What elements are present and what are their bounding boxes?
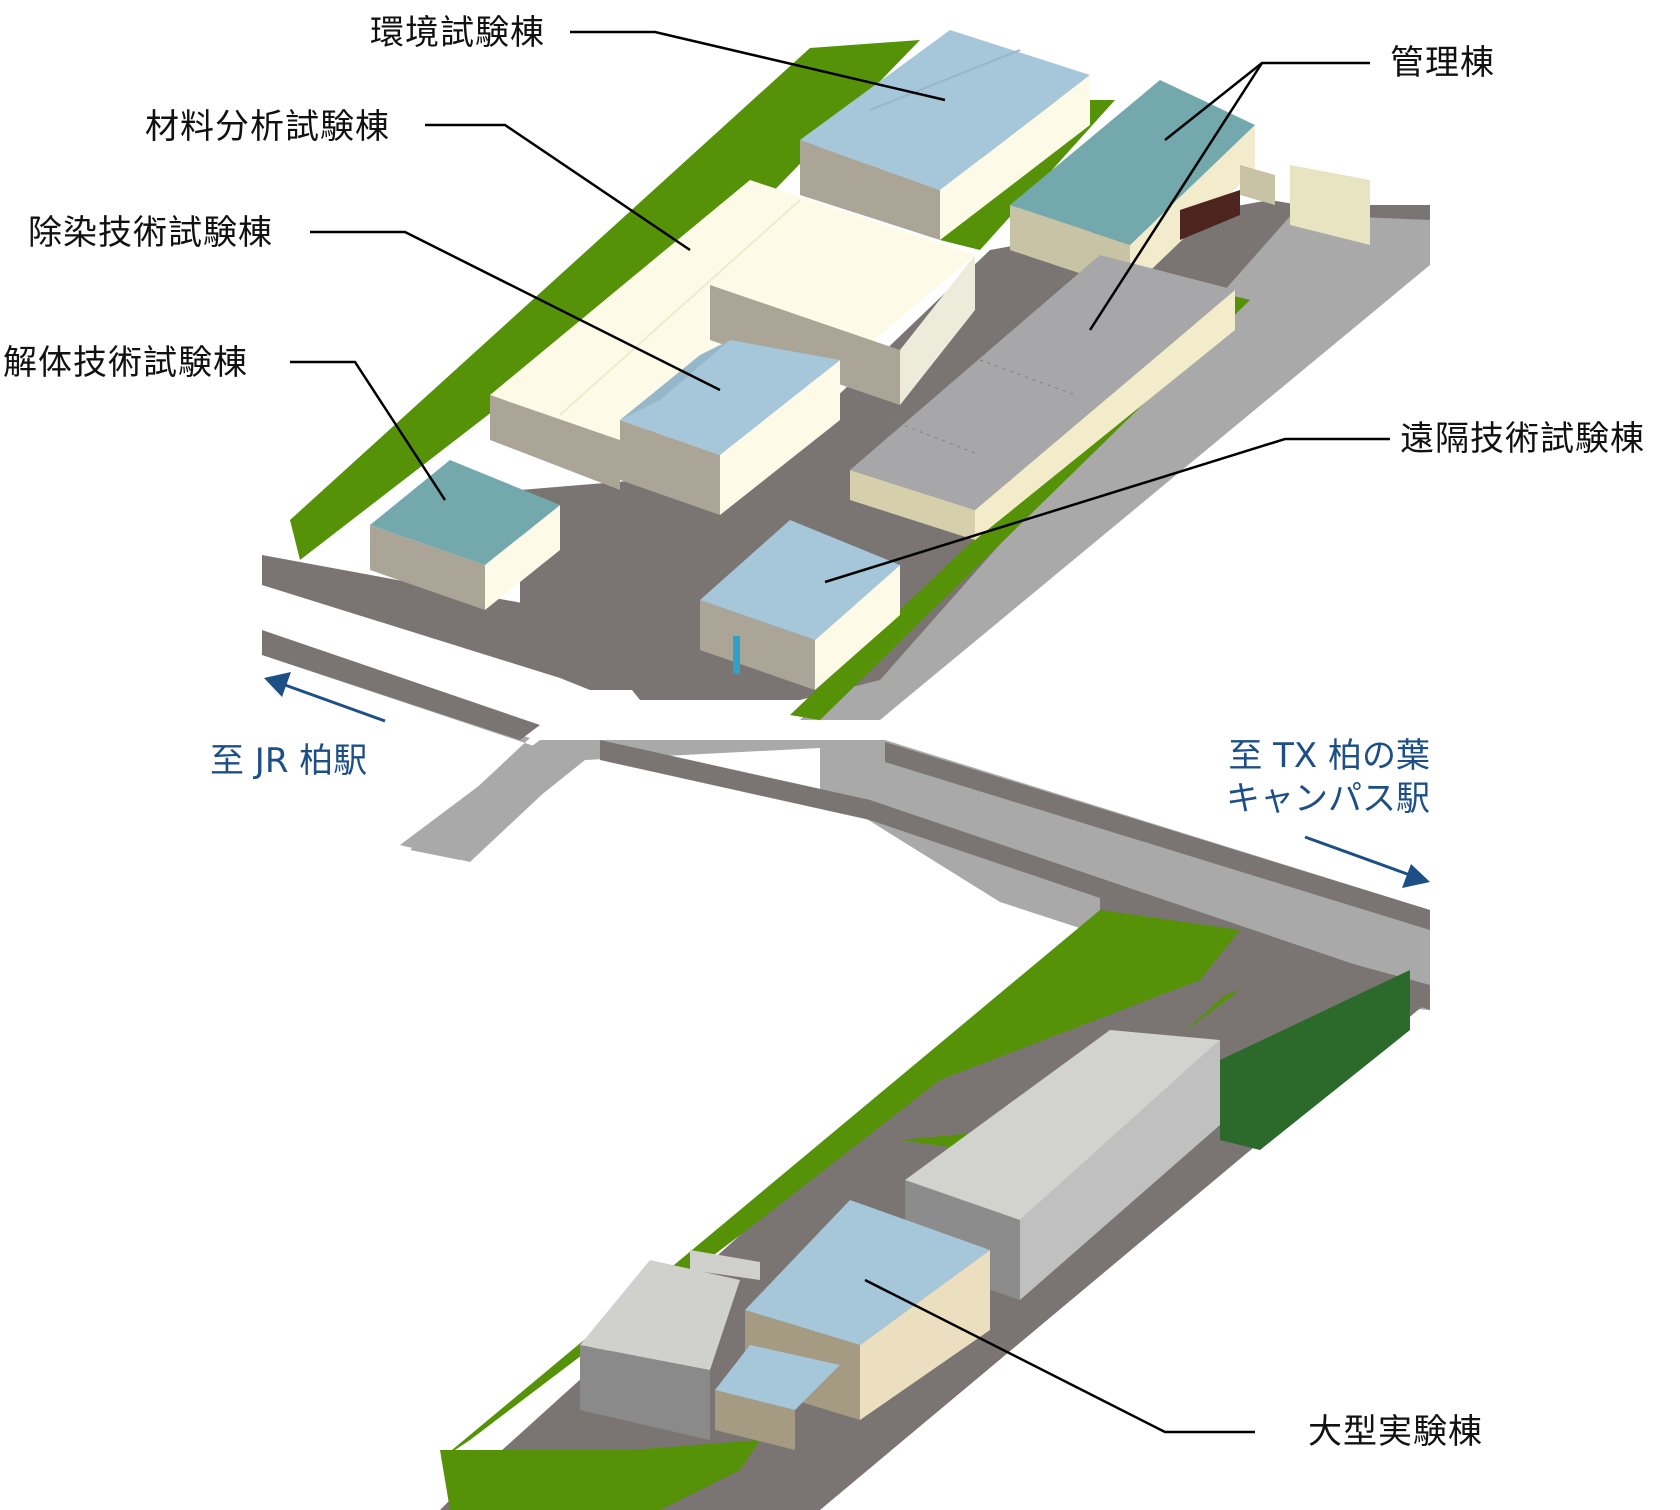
direction-tx-kashiwanoha: 至 TX 柏の葉 キャンパス駅 [1190, 735, 1430, 820]
label-administration-building: 管理棟 [1390, 43, 1495, 83]
building-environment [800, 30, 1090, 240]
leader-dismantling [290, 360, 447, 501]
lower-site [440, 895, 1430, 1510]
building-decontamination [620, 340, 840, 515]
label-remote-building: 遠隔技術試験棟 [1400, 419, 1645, 459]
leader-large [864, 1278, 1255, 1434]
label-environment-building: 環境試験棟 [370, 13, 545, 53]
direction-jr-kashiwa: 至 JR 柏駅 [210, 741, 368, 781]
building-dismantling [370, 460, 560, 610]
building-remote [700, 520, 900, 690]
direction-arrows [264, 672, 1430, 888]
label-large-experiment-building: 大型実験棟 [1308, 1412, 1483, 1452]
leader-remote [824, 437, 1390, 584]
arrow-jr-icon [284, 683, 386, 723]
leader-admin-2 [1088, 62, 1264, 331]
building-materials [490, 180, 975, 490]
leader-lines [290, 30, 1390, 1434]
direction-tx-line1: 至 TX 柏の葉 [1228, 736, 1430, 776]
label-materials-building: 材料分析試験棟 [145, 107, 390, 147]
arrow-tx-icon [1304, 835, 1411, 877]
direction-tx-line2: キャンパス駅 [1226, 778, 1430, 819]
building-administration [850, 80, 1370, 540]
leader-environment [570, 30, 946, 102]
leader-decontamination [310, 230, 721, 392]
label-decontamination-building: 除染技術試験棟 [28, 213, 273, 253]
leader-materials [425, 123, 691, 252]
label-dismantling-building: 解体技術試験棟 [3, 343, 248, 383]
